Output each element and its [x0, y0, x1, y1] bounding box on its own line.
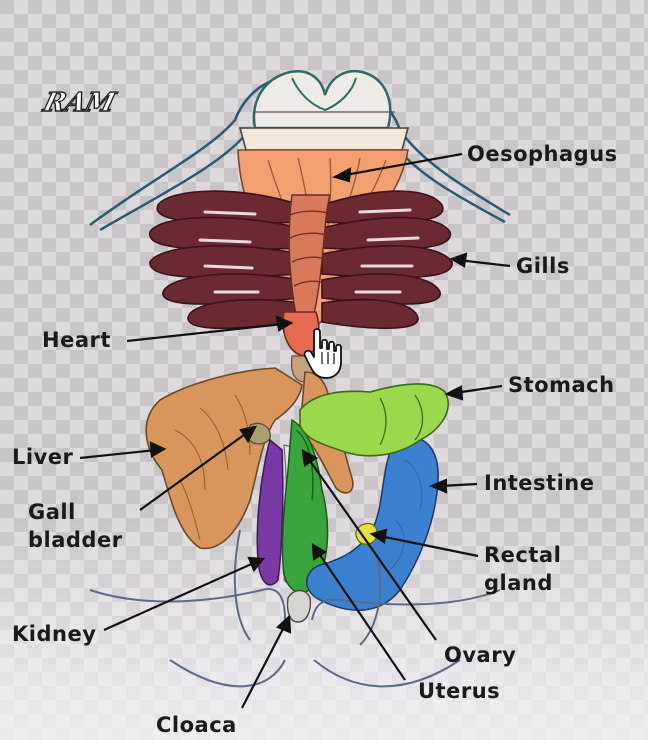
- label-cloaca: Cloaca: [156, 713, 237, 738]
- cloaca-opening: [287, 591, 310, 623]
- label-heart: Heart: [42, 328, 111, 353]
- label-gills: Gills: [516, 254, 570, 279]
- label-gall-bladder-line1: Gall: [28, 500, 76, 525]
- label-kidney: Kidney: [12, 622, 96, 647]
- label-intestine: Intestine: [484, 471, 594, 496]
- label-gall-bladder-line2: bladder: [28, 528, 123, 553]
- label-liver: Liver: [12, 445, 73, 470]
- label-ovary: Ovary: [444, 643, 516, 668]
- label-rectal-gland-line1: Rectal: [484, 543, 561, 568]
- ram-logo: RAM: [40, 88, 118, 118]
- label-stomach: Stomach: [508, 373, 615, 398]
- label-oesophagus: Oesophagus: [467, 142, 618, 167]
- label-uterus: Uterus: [418, 679, 500, 704]
- label-rectal-gland-line2: gland: [484, 571, 553, 596]
